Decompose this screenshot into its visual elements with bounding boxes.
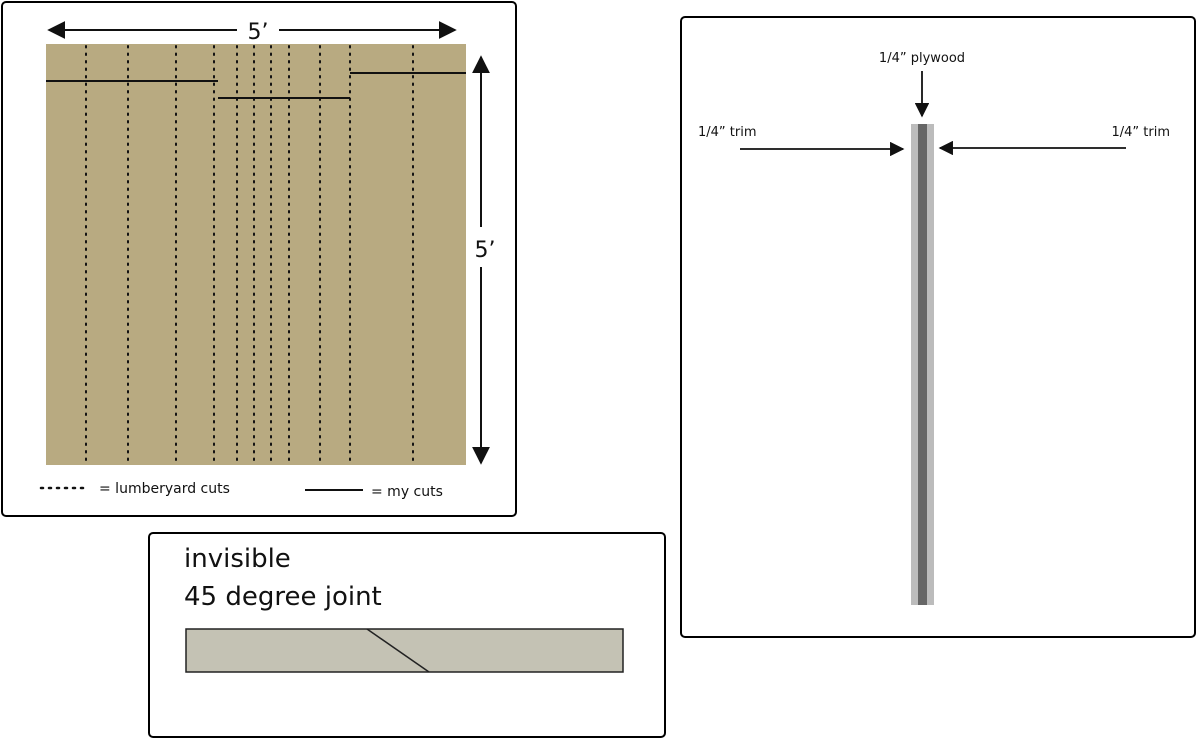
cut-plan-panel: 5’ 5’ = lumberyard cuts = my cuts bbox=[1, 1, 517, 517]
joint-diagram: invisible 45 degree joint bbox=[184, 544, 624, 673]
joint-title-line1: invisible bbox=[184, 544, 291, 574]
panel-layers bbox=[911, 124, 934, 605]
joint-title-line2: 45 degree joint bbox=[184, 582, 382, 612]
legend-lumberyard-label: = lumberyard cuts bbox=[99, 481, 230, 497]
legend: = lumberyard cuts = my cuts bbox=[39, 481, 443, 500]
legend-my-cuts-label: = my cuts bbox=[371, 484, 443, 500]
plywood-layer bbox=[918, 124, 927, 605]
plywood-label: 1/4” plywood bbox=[879, 51, 965, 66]
joined-board bbox=[185, 628, 624, 673]
cross-section-diagram: 1/4” plywood 1/4” trim 1/4” trim bbox=[698, 51, 1170, 605]
height-dimension: 5’ bbox=[472, 55, 496, 465]
height-label: 5’ bbox=[475, 238, 496, 263]
width-dimension: 5’ bbox=[47, 20, 457, 45]
width-label: 5’ bbox=[248, 20, 269, 45]
cross-section-panel: 1/4” plywood 1/4” trim 1/4” trim bbox=[680, 16, 1196, 638]
plywood-sheet bbox=[46, 44, 466, 465]
miter-joint-line bbox=[366, 628, 430, 673]
left-trim-layer bbox=[911, 124, 918, 605]
right-trim-label: 1/4” trim bbox=[1111, 125, 1170, 140]
lumberyard-cuts bbox=[85, 45, 414, 462]
cut-plan-diagram: 5’ 5’ = lumberyard cuts = my cuts bbox=[39, 20, 496, 500]
left-trim-label: 1/4” trim bbox=[698, 125, 757, 140]
my-cuts bbox=[46, 72, 466, 99]
joint-panel: invisible 45 degree joint bbox=[148, 532, 666, 738]
right-trim-layer bbox=[927, 124, 934, 605]
